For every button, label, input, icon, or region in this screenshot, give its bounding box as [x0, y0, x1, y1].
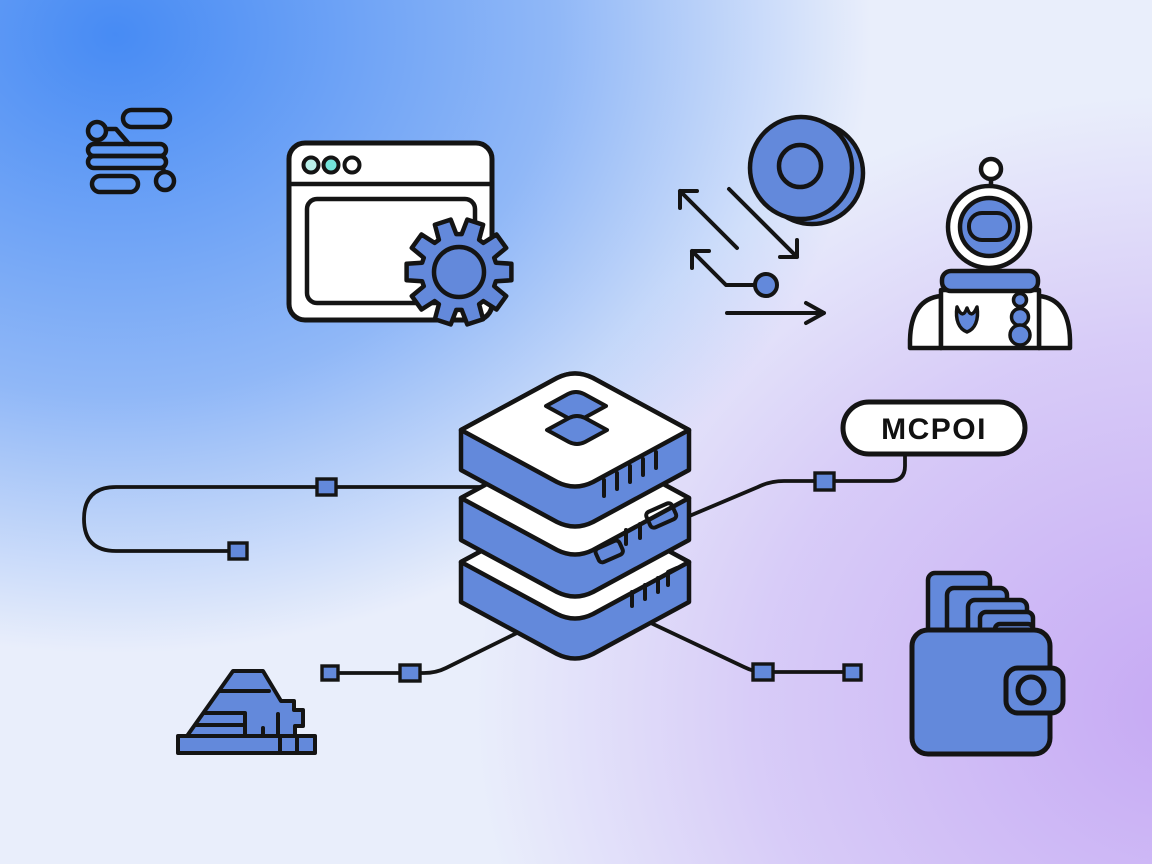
arrow-down-right-icon — [727, 187, 799, 259]
step-pyramid-icon — [176, 669, 317, 755]
wallet-clasp — [1003, 665, 1066, 716]
connector-right-to-label — [640, 451, 907, 538]
connector-lines — [82, 451, 907, 683]
arrow-right-icon — [725, 301, 826, 325]
robot-mouth — [967, 211, 1012, 242]
wallet-clasp-button — [1015, 674, 1047, 706]
coin-inner-ring — [776, 142, 824, 190]
node-square — [227, 541, 249, 561]
tulip-emblem-icon — [954, 305, 980, 334]
pyramid-base — [176, 734, 317, 755]
chest-dots — [1008, 291, 1032, 347]
pyramid-base-separators — [278, 734, 299, 755]
transfer-arrows-icon — [678, 187, 826, 325]
node-square — [398, 663, 422, 683]
arrow-up-left-icon — [678, 189, 739, 250]
node-square — [751, 662, 775, 682]
elbow-arrow-icon — [690, 249, 779, 298]
robot-icon — [907, 156, 1073, 351]
connector-node-squares — [227, 471, 863, 683]
window-dot-icon — [321, 155, 341, 175]
mcp-label-pill: MCPOI — [840, 399, 1028, 457]
connector-left-uturn — [82, 485, 654, 553]
window-dot-icon — [301, 155, 321, 175]
node-square — [320, 664, 340, 682]
coin-icon — [747, 114, 866, 227]
wallet-icon — [909, 570, 1066, 757]
window-dot-icon — [342, 155, 362, 175]
robot-shoulder-left — [907, 293, 944, 351]
stack-ticks-top — [602, 450, 658, 498]
mcp-label-text: MCPOI — [881, 413, 987, 446]
node-square — [315, 477, 338, 497]
server-stack-icon — [458, 371, 692, 661]
robot-shoulder-right — [1036, 293, 1073, 351]
antenna-ball — [978, 156, 1004, 182]
stack-top-diamonds — [544, 390, 609, 446]
browser-window-icon — [286, 140, 514, 327]
stack-ports-middle — [593, 501, 679, 565]
connector-bottom-left — [328, 590, 602, 675]
node-square — [813, 471, 836, 492]
stack-ticks-bottom — [630, 566, 679, 608]
pyramid-step-lines — [194, 689, 280, 738]
node-square — [842, 663, 863, 682]
gear-icon — [404, 217, 514, 327]
robot-collar — [939, 268, 1041, 294]
circuit-trace-icon — [85, 107, 177, 195]
